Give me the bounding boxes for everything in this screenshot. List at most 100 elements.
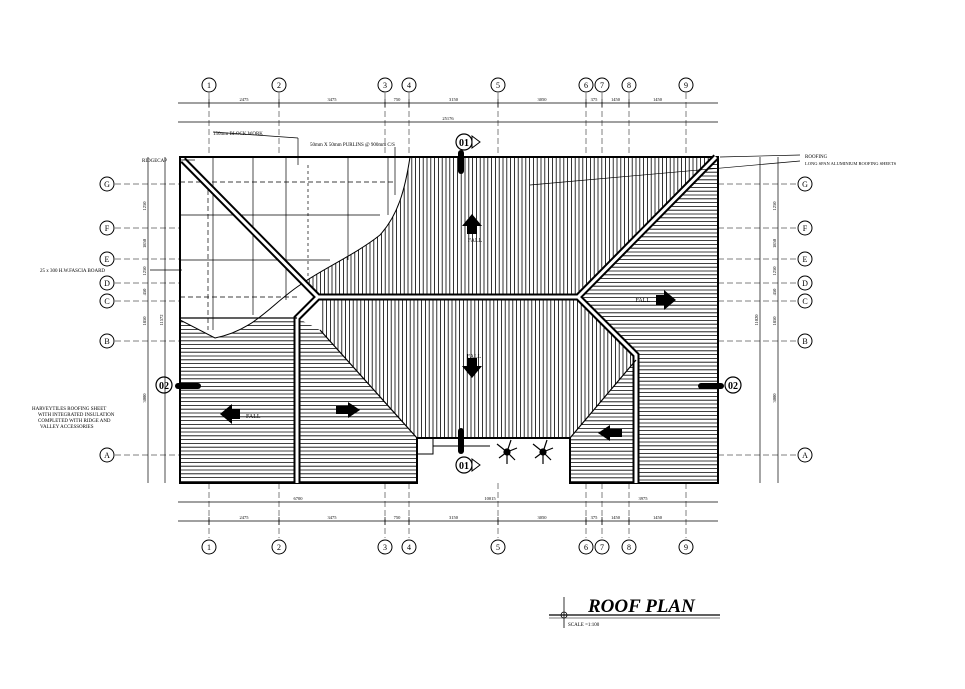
bottom-dim: 2475 (240, 515, 250, 520)
grid-row-label: F (105, 224, 110, 233)
fall-arrow-east: FALL (635, 290, 676, 310)
grid-row-bubble-B (99, 333, 115, 349)
fall-label-west: FALL (246, 414, 261, 420)
section-marker-01-top: 01 (455, 133, 481, 151)
left-dim: 1250 (142, 266, 147, 276)
grid-row-bubble-C (99, 293, 115, 309)
fall-label-south: FALL (467, 354, 482, 360)
grid-col-label: 3 (383, 543, 387, 552)
grid-row-label: D (104, 279, 110, 288)
ridges-and-hips (180, 154, 719, 483)
right-dim: 450 (772, 288, 777, 296)
grid-col-bubble-6 (578, 77, 594, 93)
dimension-lines (147, 102, 779, 522)
grid-col-label: 1 (207, 543, 211, 552)
grid-row-label: F (803, 224, 808, 233)
grid-row-bubble-G (99, 176, 115, 192)
grid-col-bubble-7 (594, 539, 610, 555)
grid-col-bubble-3 (377, 539, 393, 555)
grid-col-label: 9 (684, 81, 688, 90)
right-overall-dim: 11020 (754, 314, 759, 326)
left-dim: 1850 (142, 238, 147, 248)
annotations (150, 131, 801, 271)
top-overall-dim: 25176 (442, 116, 454, 121)
grid-row-bubble-C (797, 293, 813, 309)
drawing-title: ROOF PLAN (587, 596, 696, 617)
grid-col-bubble-1 (201, 539, 217, 555)
grid-col-label: 2 (277, 543, 281, 552)
grid-col-bubble-5 (490, 539, 506, 555)
grid-col-label: 7 (600, 543, 604, 552)
grid-row-bubble-A (797, 447, 813, 463)
grid-row-bubble-D (99, 275, 115, 291)
grid-row-bubble-F (99, 220, 115, 236)
grid-col-label: 6 (584, 543, 588, 552)
section-bars (175, 150, 724, 454)
grid-col-bubble-9 (678, 539, 694, 555)
section-marker-02-right: 02 (724, 376, 742, 394)
dimension-texts: 2475247534753475750750315031503050305037… (142, 97, 777, 525)
label-purlins: 50mm X 50mm PURLINS @ 900mm C/S (310, 143, 395, 148)
label-harvey-2b: COMPLETED WITH RIDGE AND (38, 419, 111, 424)
grid-row-bubble-F (797, 220, 813, 236)
label-roofing-sheets: LONG SPAN ALUMINIUM ROOFING SHEETS (805, 161, 897, 166)
grid-col-bubble-2 (271, 539, 287, 555)
bottom-dim: 3050 (538, 515, 548, 520)
grid-col-bubble-1 (201, 77, 217, 93)
grid-col-label: 8 (627, 81, 631, 90)
grid-col-label: 6 (584, 81, 588, 90)
label-block-work: 150mm BLOCK WORK (213, 132, 263, 137)
section-marker-02-left: 02 (155, 376, 173, 394)
bottom-dim: 3475 (328, 515, 338, 520)
grid-col-bubble-6 (578, 539, 594, 555)
top-dim: 1450 (653, 97, 663, 102)
bottom-mid-dim: 10015 (484, 496, 496, 501)
top-dim: 3475 (328, 97, 338, 102)
grid-row-label: C (802, 297, 807, 306)
grid-col-label: 4 (407, 543, 411, 552)
bottom-mid-dim: 6700 (294, 496, 304, 501)
section-label-01-bottom: 01 (459, 461, 469, 472)
left-overall-dim: 11572 (159, 314, 164, 325)
grid-row-bubble-B (797, 333, 813, 349)
grid-row-bubble-A (99, 447, 115, 463)
notch-detail (416, 437, 490, 455)
grid-row-bubble-G (797, 176, 813, 192)
top-dim: 1450 (611, 97, 621, 102)
bottom-dim: 750 (394, 515, 402, 520)
section-marker-01-bottom: 01 (455, 456, 481, 474)
section-label-02-right: 02 (728, 381, 738, 392)
grid-col-bubble-4 (401, 539, 417, 555)
top-dim: 3150 (449, 97, 459, 102)
grid-col-bubble-2 (271, 77, 287, 93)
hip-lines (180, 317, 637, 439)
bottom-dim: 375 (591, 515, 599, 520)
grid-row-label: E (105, 255, 110, 264)
fall-arrow-west: FALL (220, 404, 261, 424)
bottom-dim: 1450 (653, 515, 663, 520)
grid-col-label: 9 (684, 543, 688, 552)
left-dim: 450 (142, 288, 147, 296)
grid-col-label: 3 (383, 81, 387, 90)
right-dim: 1850 (772, 238, 777, 248)
grid-col-label: 4 (407, 81, 411, 90)
grid-row-label: C (104, 297, 109, 306)
grid-col-label: 5 (496, 81, 500, 90)
grid-col-bubble-3 (377, 77, 393, 93)
left-dim: 3000 (142, 393, 147, 403)
fall-arrow-wing (336, 402, 360, 418)
grid-col-label: 1 (207, 81, 211, 90)
grid-row-bubble-E (797, 251, 813, 267)
bottom-dim: 3150 (449, 515, 459, 520)
top-dim: 750 (394, 97, 402, 102)
grid-col-label: 5 (496, 543, 500, 552)
section-label-02-left: 02 (159, 381, 169, 392)
grid-col-label: 7 (600, 81, 604, 90)
left-dim: 1250 (142, 201, 147, 211)
grid-row-label: A (802, 451, 808, 460)
grid-row-label: G (104, 180, 110, 189)
fall-arrow-north: FALL (462, 214, 483, 244)
right-dim: 1850 (772, 316, 777, 326)
